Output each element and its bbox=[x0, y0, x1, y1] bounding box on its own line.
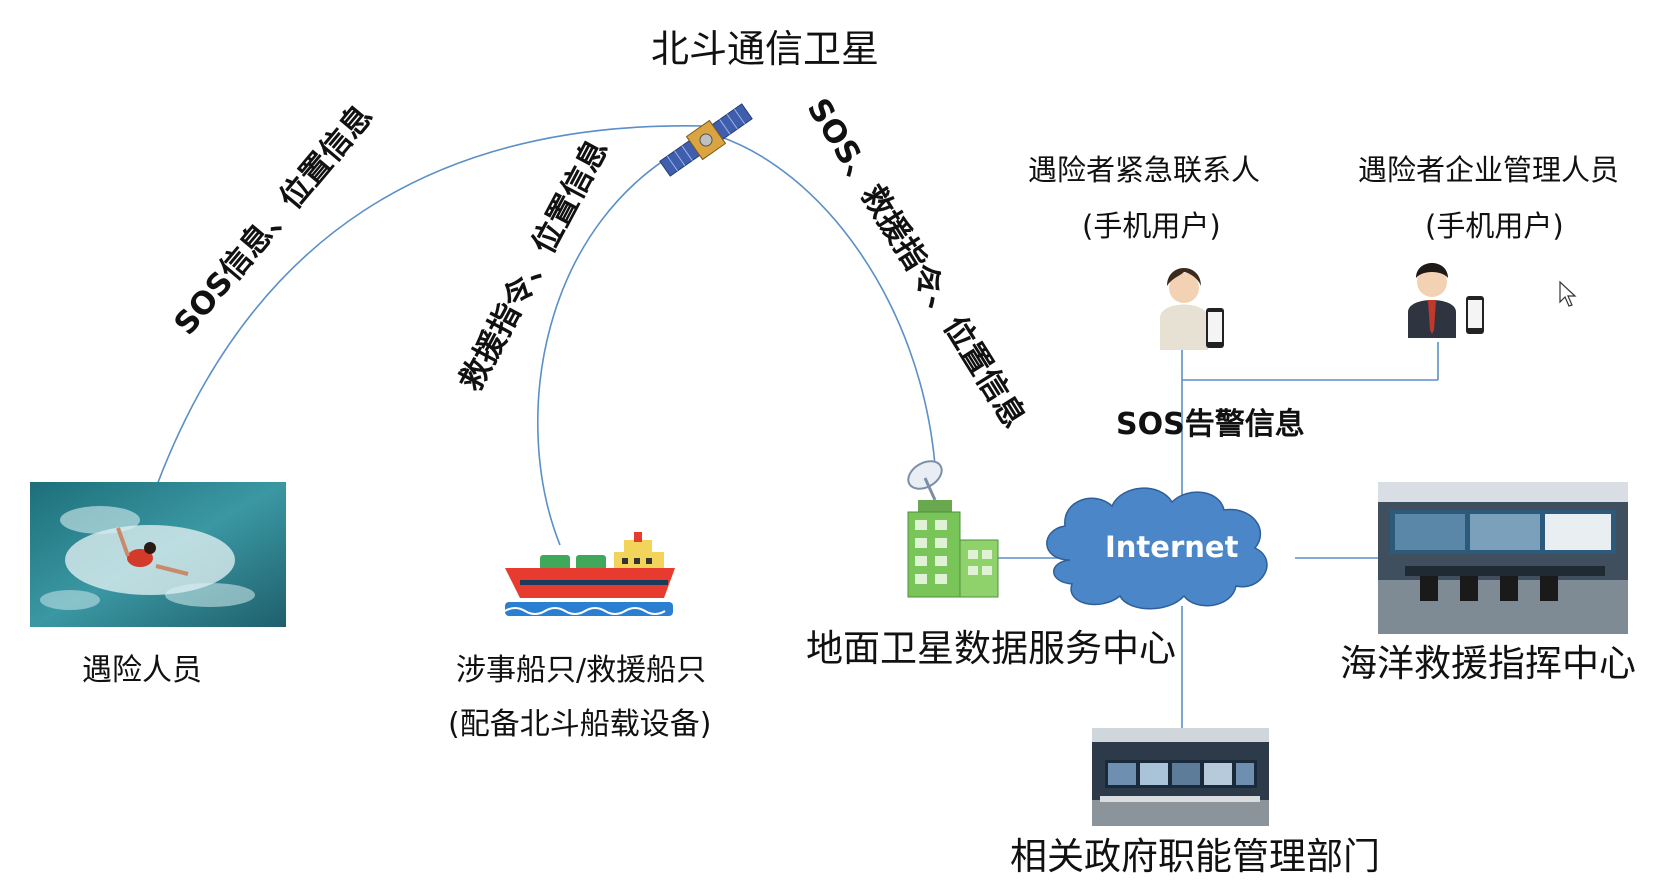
person-label: 遇险人员 bbox=[82, 653, 202, 688]
ground-center-label: 地面卫星数据服务中心 bbox=[806, 627, 1176, 670]
link-satellite-ground bbox=[717, 135, 936, 466]
internet-label: Internet bbox=[1105, 530, 1239, 564]
cargo-ship-icon bbox=[504, 532, 675, 616]
government-label: 相关政府职能管理部门 bbox=[1010, 835, 1380, 878]
ship-label-line1: 涉事船只/救援船只 bbox=[456, 653, 707, 688]
cloud-icon bbox=[1046, 487, 1268, 610]
control-room-photo-gov bbox=[1092, 728, 1269, 826]
ground-station-building-icon bbox=[907, 460, 999, 598]
satellite-label: 北斗通信卫星 bbox=[651, 27, 880, 71]
marine-center-label: 海洋救援指挥中心 bbox=[1340, 642, 1636, 685]
company-manager-label-line2: (手机用户) bbox=[1425, 209, 1564, 243]
alarm-label: SOS告警信息 bbox=[1116, 407, 1305, 442]
mouse-cursor-icon bbox=[1559, 280, 1577, 307]
link-satellite-ship bbox=[537, 141, 696, 546]
control-room-photo-marine bbox=[1378, 482, 1628, 634]
company-manager-label-line1: 遇险者企业管理人员 bbox=[1358, 153, 1620, 187]
emergency-contact-label-line1: 遇险者紧急联系人 bbox=[1028, 153, 1261, 187]
ship-label-line2: (配备北斗船载设备) bbox=[448, 707, 712, 742]
satellite-icon bbox=[659, 103, 753, 177]
emergency-contact-label-line2: (手机用户) bbox=[1082, 209, 1221, 243]
swimmer-photo bbox=[30, 482, 286, 627]
woman-with-phone-icon bbox=[1160, 268, 1224, 350]
man-with-phone-icon bbox=[1408, 263, 1484, 338]
link-person-satellite bbox=[156, 125, 706, 486]
